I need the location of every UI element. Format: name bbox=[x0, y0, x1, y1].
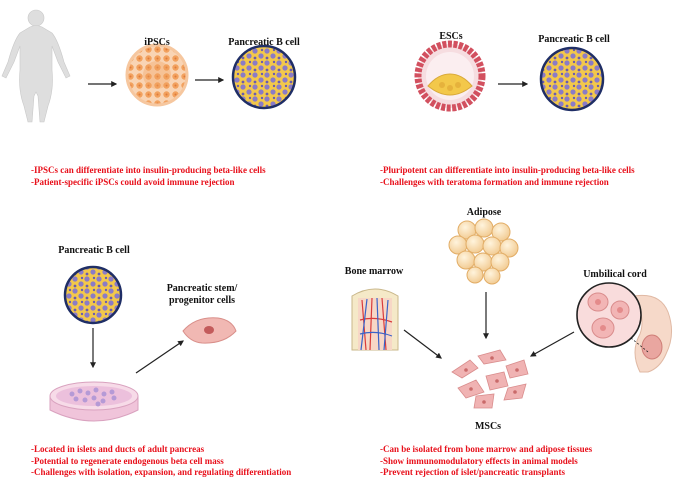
note-line: -Pluripotent can differentiate into insu… bbox=[380, 165, 635, 175]
esc-label: ESCs bbox=[439, 31, 463, 42]
note-line: -Prevent rejection of islet/pancreatic t… bbox=[380, 467, 565, 477]
note-line: -Located in islets and ducts of adult pa… bbox=[31, 444, 205, 454]
umbilical-cord-label: Umbilical cord bbox=[583, 269, 647, 280]
esc-target-label: Pancreatic B cell bbox=[538, 34, 610, 45]
note-line: -Potential to regenerate endogenous beta… bbox=[31, 455, 224, 466]
note-line: -Show immunomodulatory effects in animal… bbox=[380, 455, 578, 466]
note-line: -Patient-specific iPSCs could avoid immu… bbox=[31, 176, 235, 187]
bone-marrow-icon bbox=[351, 288, 399, 351]
beta-cell-islet-icon bbox=[231, 44, 297, 110]
progenitor-target-label-1: Pancreatic stem/ bbox=[166, 283, 238, 294]
note-line: -Can be isolated from bone marrow and ad… bbox=[380, 444, 593, 454]
beta-cell-islet-icon bbox=[63, 265, 123, 325]
human-silhouette-icon bbox=[1, 9, 71, 123]
progenitor-source-label: Pancreatic B cell bbox=[58, 245, 130, 256]
petri-dish-icon bbox=[49, 381, 139, 422]
ipsc-target-label: Pancreatic B cell bbox=[228, 37, 300, 48]
blastocyst-icon bbox=[414, 40, 486, 112]
ipsc-colony-icon bbox=[125, 43, 189, 107]
progenitor-cell-icon bbox=[182, 317, 237, 344]
umbilical-cord-icon bbox=[576, 282, 672, 373]
esc-notes: -Pluripotent can differentiate into insu… bbox=[380, 165, 635, 188]
note-line: -Challenges with teratoma formation and … bbox=[380, 176, 609, 187]
progenitor-notes: -Located in islets and ducts of adult pa… bbox=[31, 444, 291, 479]
progenitor-target-label-2: progenitor cells bbox=[168, 295, 236, 306]
msc-label: MSCs bbox=[474, 421, 502, 432]
bone-marrow-label: Bone marrow bbox=[344, 266, 404, 277]
note-line: -Challenges with isolation, expansion, a… bbox=[31, 467, 292, 477]
arrow-cord-to-msc bbox=[529, 331, 575, 357]
adipose-cluster-icon bbox=[448, 218, 519, 285]
ipsc-label: iPSCs bbox=[144, 37, 170, 48]
note-line: -IPSCs can differentiate into insulin-pr… bbox=[31, 165, 266, 175]
beta-cell-islet-icon bbox=[539, 46, 605, 112]
msc-cells-icon bbox=[451, 349, 529, 409]
adipose-label: Adipose bbox=[466, 207, 502, 218]
ipsc-notes: -IPSCs can differentiate into insulin-pr… bbox=[31, 165, 266, 188]
msc-notes: -Can be isolated from bone marrow and ad… bbox=[380, 444, 592, 479]
arrow-bone-to-msc bbox=[403, 329, 442, 359]
arrow-dish-to-progenitor bbox=[135, 340, 184, 374]
